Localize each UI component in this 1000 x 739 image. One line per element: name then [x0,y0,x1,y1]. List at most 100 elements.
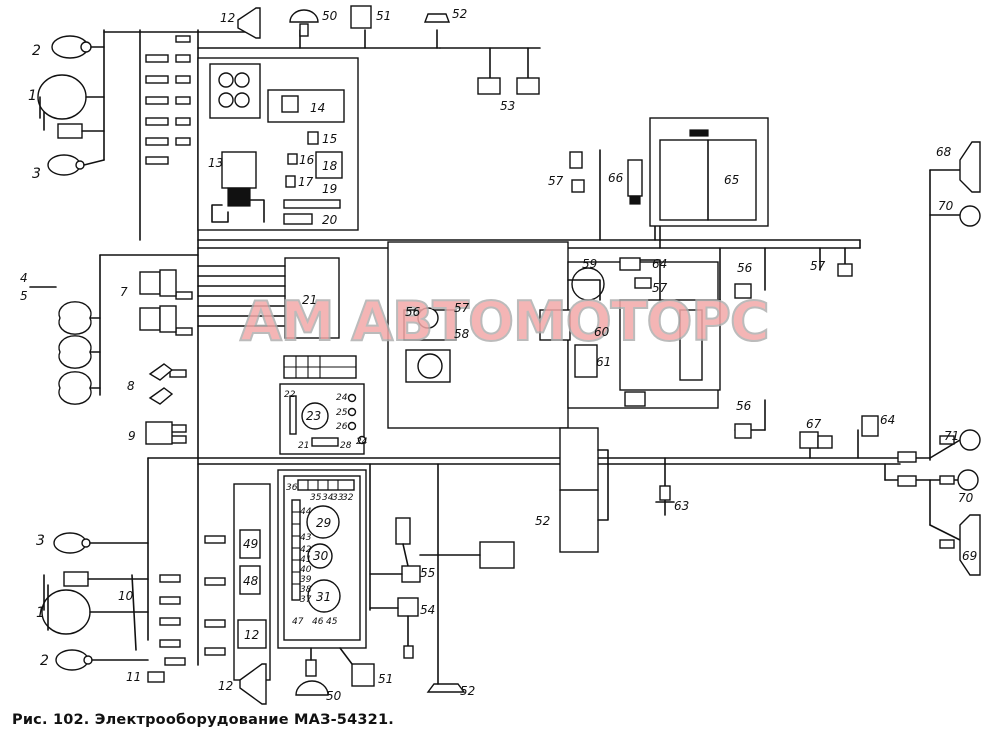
label-54: 54 [420,603,435,617]
label-22: 22 [284,390,296,400]
tank-52 [559,427,609,553]
label-64b: 64 [880,413,895,427]
label-42: 42 [300,545,312,555]
label-21b: 21 [298,441,309,451]
label-56c: 56 [736,399,752,413]
left-trunk-connectors [145,35,226,666]
label-53: 53 [500,99,515,113]
label-61: 61 [596,355,611,369]
label-1: 1 [28,88,37,104]
label-69: 69 [962,549,977,563]
label-59: 59 [582,257,597,271]
label-34: 34 [322,493,334,503]
label-50: 50 [322,9,338,23]
instrument-panel-22-28 [279,355,367,455]
label-31: 31 [316,590,331,604]
label-8: 8 [127,379,135,393]
main-harness [99,29,961,666]
label-13: 13 [208,156,223,170]
label-63: 63 [674,499,689,513]
label-38: 38 [300,585,312,595]
label-43: 43 [300,533,312,543]
label-3b: 3 [36,533,45,549]
label-65: 65 [724,173,739,187]
label-70a: 70 [938,199,954,213]
label-57b: 57 [652,281,668,295]
label-48: 48 [243,574,259,588]
label-50b: 50 [326,689,342,703]
label-3: 3 [32,166,41,182]
label-11: 11 [126,670,141,684]
label-64a: 64 [652,257,667,271]
label-58: 58 [454,327,470,341]
label-2: 2 [32,43,41,59]
label-12b: 12 [244,628,259,642]
label-21: 21 [302,293,317,307]
label-20: 20 [322,213,338,227]
label-14: 14 [310,101,325,115]
label-15: 15 [322,132,337,146]
relay-panel [197,57,359,231]
headlight-group-bottom [41,532,165,683]
junction-block-21 [197,257,340,339]
label-44: 44 [300,507,312,517]
label-66: 66 [608,171,624,185]
label-39: 39 [300,575,312,585]
label-49: 49 [243,537,258,551]
sensors-56-57-64-67 [734,263,879,449]
label-46: 46 [312,617,324,627]
watermark: АМ АВТОМОТОРС [240,290,769,353]
label-40: 40 [300,565,312,575]
label-67: 67 [806,417,822,431]
figure-caption: Рис. 102. Электрооборудование МАЗ-54321. [12,712,394,728]
label-26: 26 [336,422,348,432]
label-23: 23 [306,409,321,423]
label-12: 12 [220,11,235,25]
label-52: 52 [452,7,467,21]
label-7: 7 [120,285,128,299]
label-1b: 1 [36,605,45,621]
label-51: 51 [376,9,391,23]
lamp-50-top [289,9,319,37]
label-55: 55 [420,566,435,580]
horn-12-top [237,7,261,39]
label-51b: 51 [378,672,393,686]
label-41: 41 [300,555,311,565]
headlight-group-top [37,35,105,176]
instrument-cluster-29-47 [277,469,367,649]
label-25: 25 [336,408,348,418]
label-47: 47 [292,617,304,627]
label-17: 17 [298,175,314,189]
label-45: 45 [326,617,338,627]
label-18: 18 [322,159,338,173]
switch-panel-48-49-12 [233,483,271,705]
label-37: 37 [300,595,312,605]
label-57d: 57 [810,259,826,273]
right-lamps [897,141,981,576]
label-36: 36 [286,483,298,493]
label-52b: 52 [460,684,475,698]
label-4: 4 [20,271,28,285]
label-32: 32 [342,493,354,503]
label-29: 29 [316,516,331,530]
left-mid-lamps [29,269,177,445]
label-70b: 70 [958,491,974,505]
label-2b: 2 [40,653,49,669]
bottom-row-components [295,463,466,696]
component-labels: 2 1 3 12 50 51 52 53 14 15 13 16 17 18 1… [20,7,977,703]
component-53b [516,77,540,95]
label-56b: 56 [737,261,753,275]
label-56a: 56 [405,305,421,319]
label-57a: 57 [548,174,564,188]
component-52-top [423,13,451,23]
label-30: 30 [313,549,329,563]
label-57c: 57 [454,301,470,315]
label-12c: 12 [218,679,233,693]
sensor-63 [655,485,675,503]
label-60: 60 [594,325,610,339]
engine-compartment [387,241,721,429]
label-68: 68 [936,145,952,159]
label-52c: 52 [535,514,550,528]
